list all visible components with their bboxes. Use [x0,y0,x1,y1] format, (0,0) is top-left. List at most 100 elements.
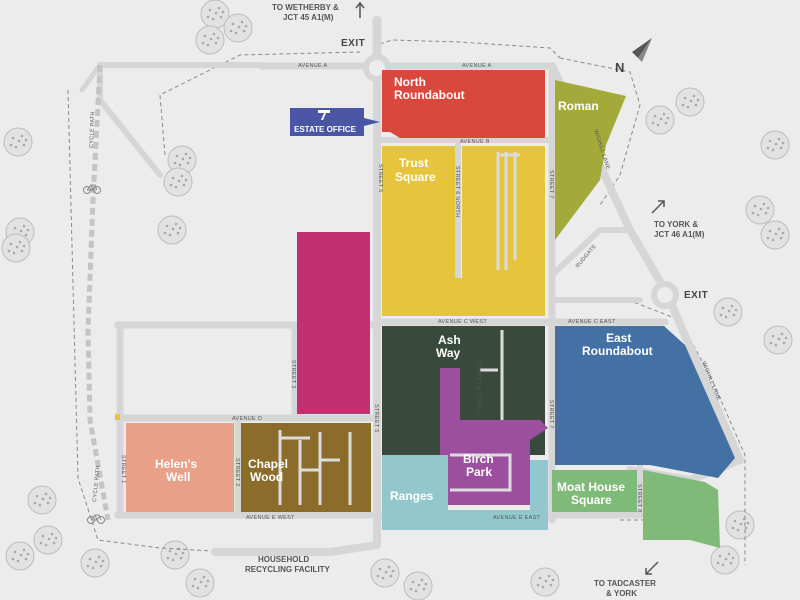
zone-roman[interactable] [555,80,626,240]
arrow-northeast-icon [651,200,665,214]
zone-birch-park[interactable] [440,368,548,505]
street-3-label: STREET 3 [290,360,296,389]
street-6-north-label: STREET 6 NORTH [454,166,460,217]
avenue-c-east-label: AVENUE C EAST [568,319,616,325]
avenue-b-label: AVENUE B [460,139,490,145]
birch-park-label-1: Birch [463,452,494,466]
arrow-southwest-icon [645,561,659,575]
tree-icon [80,548,110,578]
east-roundabout-junction [651,281,679,309]
east-roundabout-label-1: East [606,331,631,345]
tree-icon [185,568,215,598]
wetherby-label-1: TO WETHERBY & [272,3,339,12]
tree-icon [370,558,400,588]
street-8-label: STREET 8 [636,484,642,513]
zone-helens-well[interactable] [126,423,234,512]
roman-label: Roman [558,99,599,113]
north-label: N [615,60,624,75]
zones [126,70,735,548]
tree-icon [675,87,705,117]
moat-house-label-2: Square [571,493,612,507]
estate-office-sign [290,108,380,136]
tree-icon [530,567,560,597]
tadcaster-label-1: TO TADCASTER [594,579,656,588]
tree-icon [195,25,225,55]
helens-well-label-2: Well [166,470,190,484]
wetherby-label-2: JCT 45 A1(M) [283,13,334,22]
household-label-2: RECYCLING FACILITY [245,565,331,574]
ash-way-label-1: Ash [438,333,461,347]
tree-icon [725,510,755,540]
chapel-wood-label-1: Chapel [248,457,288,471]
tree-icon [645,105,675,135]
tree-icon [760,220,790,250]
zone-ranges[interactable] [382,455,548,530]
exit-top-label: EXIT [341,38,365,49]
cycle-paths [85,64,111,521]
tree-icon [760,130,790,160]
tree-icon [710,545,740,575]
exit-right-label: EXIT [684,290,708,301]
tree-icon [160,540,190,570]
bicycle-icon [83,184,101,194]
zone-magenta-block[interactable] [297,232,370,414]
internal-roads [278,152,520,505]
zone-labels: North Roundabout Roman Trust Square Ash … [155,75,653,507]
tree-icon [163,167,193,197]
trust-square-label-2: Square [395,170,436,184]
helens-well-label-1: Helen's [155,457,198,471]
tree-icon [3,127,33,157]
estate-office-label: ESTATE OFFICE [294,125,357,134]
tree-icon [33,525,63,555]
street-1-label: STREET 1 [120,455,126,484]
street-7-bottom-label: STREET 7 [548,400,554,429]
ranges-label: Ranges [390,489,434,503]
north-roundabout-label-1: North [394,75,426,89]
tree-icon [223,13,253,43]
street-7-top-label: STREET 7 [548,170,554,199]
moat-house-label-1: Moat House [557,480,625,494]
tree-icon [763,325,793,355]
ash-way-label-2: Way [436,346,461,360]
tree-icon [745,195,775,225]
east-roundabout-label-2: Roundabout [582,344,653,358]
street-2-label: STREET 2 [234,458,240,487]
tree-icon [713,297,743,327]
entry-marker [115,414,120,420]
avenue-e-west-label: AVENUE E WEST [246,515,295,521]
avenue-a-right-label: AVENUE A [462,63,492,69]
estate-office-logo-icon [318,110,330,120]
zone-moat-house-square[interactable] [552,470,637,512]
tree-icon [1,233,31,263]
avenue-e-east-label: AVENUE E EAST [493,515,541,521]
tree-icon [403,571,433,600]
york-label-2: JCT 46 A1(M) [654,230,705,239]
estate-office[interactable]: ESTATE OFFICE [290,108,380,136]
zone-green-strip[interactable] [643,470,720,548]
street-5-bottom-label: STREET 5 [373,404,379,433]
birch-park-label-2: Park [466,465,492,479]
tree-icon [157,215,187,245]
bicycle-icon [87,514,105,524]
trust-square-label-1: Trust [399,156,428,170]
avenue-a-left-label: AVENUE A [298,63,328,69]
street-5-top-label: STREET 5 [377,164,383,193]
avenue-d-label: AVENUE D [232,416,262,422]
avenue-c-west-label: AVENUE C WEST [438,319,487,325]
arrow-up-icon [355,1,365,18]
north-arrow-icon [632,38,652,62]
zone-trust-square[interactable] [382,146,545,316]
household-label-1: HOUSEHOLD [258,555,309,564]
cycle-path-bottom-label: CYCLE PATH [92,465,102,502]
street-6-south-label: STREET 6 SOUTH [475,362,481,413]
zone-east-roundabout[interactable] [555,326,735,478]
tree-icon [5,541,35,571]
zone-north-roundabout[interactable] [382,70,545,138]
north-roundabout-label-2: Roundabout [394,88,465,102]
tree-icon [27,485,57,515]
chapel-wood-label-2: Wood [250,470,283,484]
york-label-1: TO YORK & [654,220,698,229]
cycle-path-top-label: CYCLE PATH [89,111,96,148]
tadcaster-label-2: & YORK [606,589,637,598]
